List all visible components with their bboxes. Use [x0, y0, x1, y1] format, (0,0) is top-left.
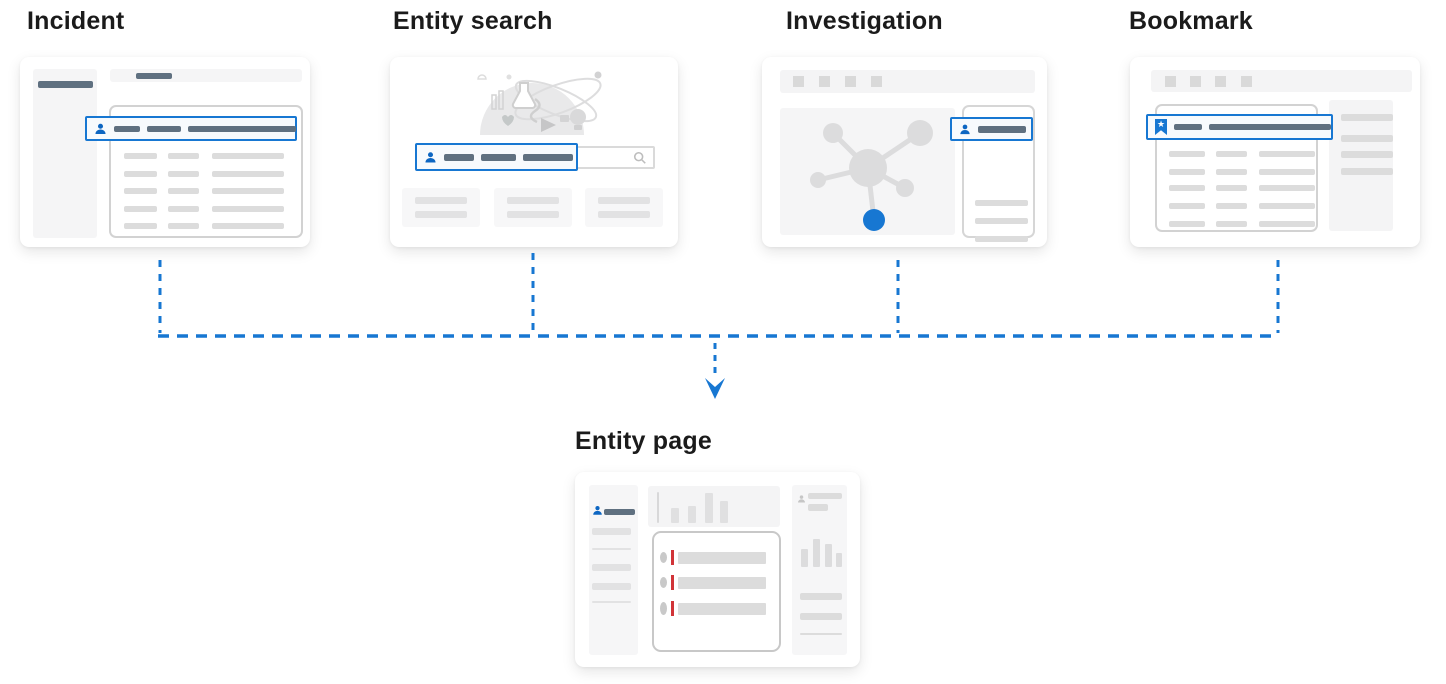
bookmark-card: ★ — [1130, 57, 1420, 247]
incident-topbar — [110, 69, 302, 82]
entity-insights-panel — [792, 485, 847, 655]
entity-timeline-chart — [648, 486, 780, 527]
severity-tick — [671, 601, 674, 616]
entity-search-card — [390, 57, 678, 247]
bookmark-toolbar — [1151, 70, 1412, 92]
severity-tick — [671, 575, 674, 590]
entity-search-title: Entity search — [393, 7, 553, 35]
alert-row — [660, 601, 766, 616]
investigation-title: Investigation — [786, 7, 943, 35]
insights-bar-chart — [798, 537, 844, 567]
person-icon — [425, 151, 436, 163]
search-entity-highlight — [415, 143, 578, 171]
investigation-graph-panel — [780, 108, 955, 235]
person-icon — [593, 506, 602, 515]
search-result-tile — [494, 188, 572, 227]
entity-graph — [810, 120, 933, 231]
bookmark-title: Bookmark — [1129, 7, 1253, 35]
entity-alert-list — [652, 531, 781, 652]
entity-page-card — [575, 472, 860, 667]
status-dot — [660, 552, 667, 563]
science-illustration — [477, 71, 602, 135]
person-icon — [798, 495, 805, 503]
bookmark-row-highlight: ★ — [1146, 114, 1333, 140]
search-result-tile — [402, 188, 480, 227]
selected-entity-node — [863, 209, 885, 231]
bookmark-icon: ★ — [1155, 119, 1167, 135]
investigation-entity-highlight — [950, 117, 1033, 141]
alert-row — [660, 550, 766, 565]
bookmark-side-panel — [1329, 100, 1393, 231]
incident-sidebar — [33, 69, 97, 238]
incident-title: Incident — [27, 7, 125, 35]
person-icon — [95, 123, 106, 134]
investigation-toolbar — [780, 70, 1035, 93]
status-dot — [660, 602, 667, 615]
search-icon — [633, 151, 646, 164]
incident-card — [20, 57, 310, 247]
arrowhead-icon — [705, 378, 725, 399]
entity-sidebar — [589, 485, 638, 655]
severity-tick — [671, 550, 674, 565]
incident-entity-row-highlight — [85, 116, 297, 141]
person-icon — [960, 124, 970, 134]
entity-page-title: Entity page — [575, 427, 712, 455]
search-result-tile — [585, 188, 663, 227]
alert-row — [660, 575, 766, 590]
status-dot — [660, 577, 667, 588]
investigation-card — [762, 57, 1047, 247]
